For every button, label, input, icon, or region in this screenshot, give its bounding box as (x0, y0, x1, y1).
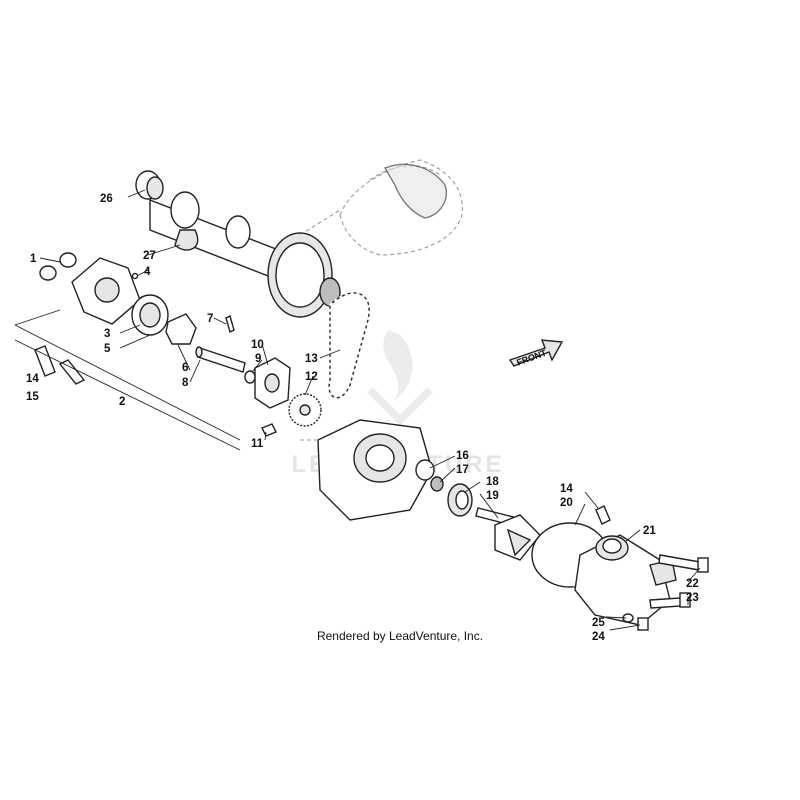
callout-3: 3 (104, 328, 110, 340)
callout-18: 18 (486, 476, 499, 488)
callout-15: 15 (26, 391, 39, 403)
callout-1: 1 (30, 253, 37, 265)
callout-9: 9 (255, 353, 261, 365)
drive-chain (328, 292, 371, 399)
callout-10: 10 (251, 339, 264, 351)
cover-screw (261, 423, 277, 437)
callout-22: 22 (686, 578, 699, 590)
pump-cover (244, 357, 291, 409)
callout-14-left: 14 (26, 373, 39, 385)
callout-7: 7 (207, 313, 213, 325)
render-credit: Rendered by LeadVenture, Inc. (316, 629, 484, 643)
water-pump-cover (574, 534, 677, 626)
callout-12: 12 (305, 371, 318, 383)
crankcase-section (300, 419, 433, 521)
shaft-bearing (135, 170, 164, 200)
pump-shaft (195, 314, 246, 373)
callout-21: 21 (643, 525, 656, 537)
callout-4: 4 (144, 266, 151, 278)
callout-19: 19 (486, 490, 499, 502)
front-arrow-label: FRONT (515, 347, 548, 367)
engine-case-ghost (299, 159, 463, 256)
pump-rotors (131, 294, 197, 345)
callout-5: 5 (104, 343, 111, 355)
leader-lines (14, 189, 701, 631)
callout-27: 27 (143, 250, 156, 262)
drain-bolt (622, 613, 649, 631)
callout-25: 25 (592, 617, 605, 629)
callout-16: 16 (456, 450, 469, 462)
callout-26: 26 (100, 193, 113, 205)
front-arrow-indicator: FRONT (508, 339, 564, 368)
callout-14-right: 14 (560, 483, 573, 495)
callout-11: 11 (251, 438, 264, 450)
oil-pump-housing (71, 257, 141, 325)
callout-17: 17 (456, 464, 469, 476)
callout-13: 13 (305, 353, 318, 365)
callout-6: 6 (182, 362, 188, 374)
callout-labels: 26 27 1 4 3 5 6 8 7 10 9 11 13 12 14 15 … (26, 193, 699, 643)
pump-sprocket (288, 393, 322, 427)
dowel-pin-left (34, 345, 56, 377)
dowel-pin-right (595, 505, 611, 525)
callout-24: 24 (592, 631, 605, 643)
callout-8: 8 (182, 377, 189, 389)
cover-bolts (649, 554, 709, 609)
seal-assembly (447, 483, 473, 517)
o-rings (39, 252, 77, 281)
seals (415, 459, 444, 492)
callout-2: 2 (119, 396, 125, 408)
callout-20: 20 (560, 497, 573, 509)
water-pump-impeller (475, 507, 541, 561)
bolt-left (58, 359, 86, 385)
balance-shaft (149, 191, 341, 318)
callout-23: 23 (686, 592, 699, 604)
